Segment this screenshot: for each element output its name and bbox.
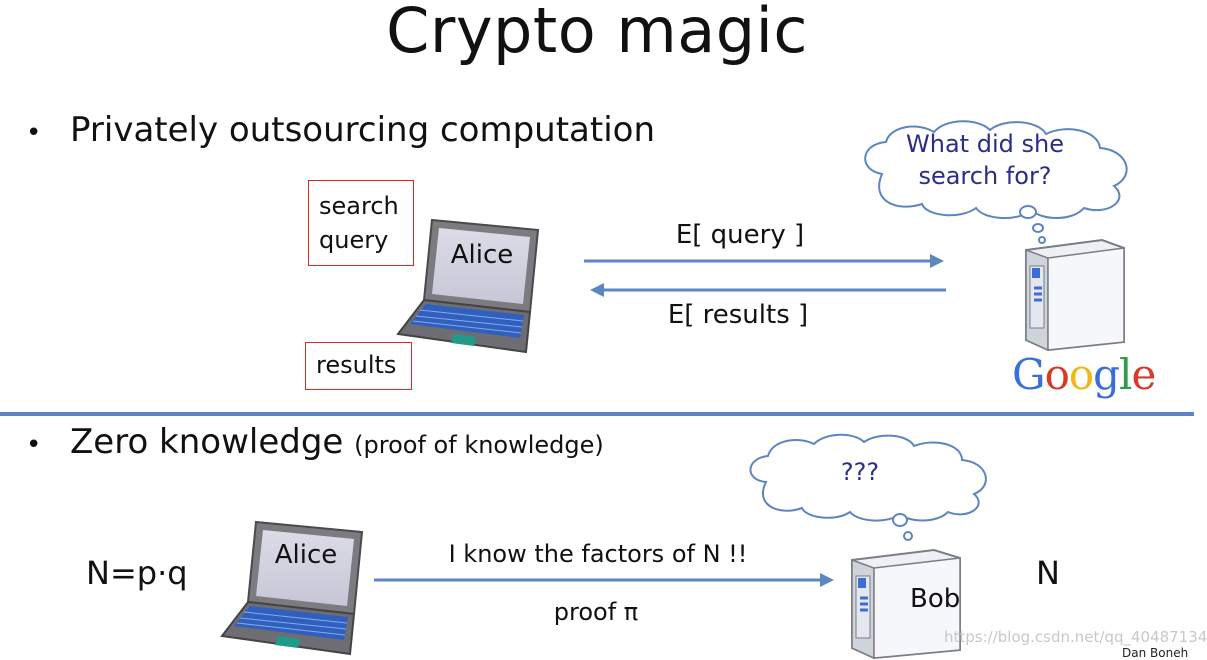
google-logo-letter: o [1068, 350, 1094, 399]
bob-server-label: Bob [910, 584, 961, 614]
thought-cloud-icon [749, 433, 987, 541]
watermark: https://blog.csdn.net/qq_40487134 [944, 628, 1207, 646]
server-icon [1025, 238, 1125, 352]
google-logo-letter: G [1012, 350, 1046, 399]
search-query-line1: search [319, 192, 399, 220]
google-logo-letter: g [1093, 350, 1120, 399]
proof-arrow [374, 573, 834, 587]
thought-line2: search for? [918, 162, 1052, 190]
bullet-marker: • [26, 118, 42, 148]
search-query-box: search query [308, 180, 414, 266]
laptop-icon [220, 520, 364, 656]
alice-laptop-label: Alice [450, 240, 514, 270]
google-logo-letter: e [1131, 350, 1156, 399]
public-modulus: N [1036, 554, 1060, 592]
slide-title: Crypto magic [386, 0, 808, 67]
encrypted-query-label: E[ query ] [675, 220, 805, 250]
google-logo-letter: o [1044, 350, 1070, 399]
proof-label: proof π [553, 598, 639, 626]
query-results-arrows [584, 254, 946, 297]
thought-text-1: What did she search for? [880, 128, 1090, 192]
bullet-zero-knowledge-main: Zero knowledge [70, 422, 344, 462]
encrypted-results-label: E[ results ] [667, 300, 809, 330]
bullet-zero-knowledge-suffix: (proof of knowledge) [354, 431, 604, 459]
claim-label: I know the factors of N !! [448, 540, 748, 568]
bullet-marker: • [26, 430, 42, 460]
search-query-line2: query [319, 226, 389, 254]
thought-text-2: ??? [840, 458, 880, 486]
bullet-zero-knowledge: Zero knowledge (proof of knowledge) [70, 422, 604, 462]
google-logo: Google [1012, 350, 1156, 399]
results-box: results [305, 342, 412, 390]
author-credit: Dan Boneh [1122, 646, 1189, 660]
factorization-formula: N=p·q [86, 554, 188, 592]
section-divider [0, 412, 1194, 416]
laptop-icon [396, 218, 540, 354]
google-logo-letter: l [1119, 350, 1132, 399]
server-icon [851, 548, 961, 660]
thought-line1: What did she [906, 130, 1064, 158]
thought-cloud-icon [864, 120, 1128, 244]
bullet-outsourcing: Privately outsourcing computation [70, 110, 656, 150]
alice-laptop-label: Alice [274, 540, 338, 570]
